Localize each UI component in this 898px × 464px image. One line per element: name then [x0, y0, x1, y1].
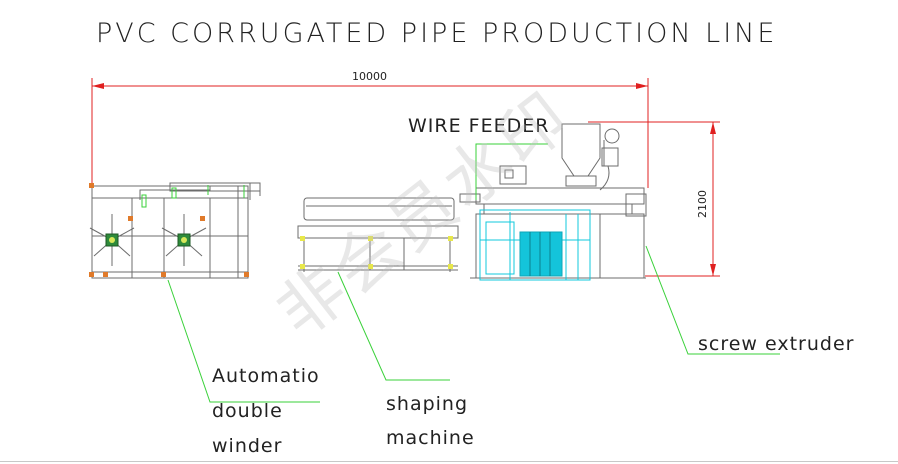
screw-extruder-machine: [459, 123, 647, 279]
screw-extruder-label: screw extruder: [698, 333, 854, 355]
height-dimension-label: 2100: [696, 190, 709, 218]
shaping-label-line2: machine: [386, 427, 475, 449]
length-dimension: [91, 78, 649, 188]
wire-feeder-label: WIRE FEEDER: [408, 115, 549, 137]
extruder-cyan-base: [479, 209, 591, 281]
winder-label-line1: Automatio: [212, 365, 320, 387]
leader-lines: [167, 143, 780, 403]
shaping-machine: [297, 197, 459, 272]
length-dimension-label: 10000: [352, 70, 387, 83]
shaping-label-line1: shaping: [386, 393, 468, 415]
drawing-title: PVC CORRUGATED PIPE PRODUCTION LINE: [96, 18, 777, 49]
double-winder-machine: [89, 182, 261, 279]
winder-label-line2: double: [212, 400, 283, 422]
winder-label-line3: winder: [212, 435, 282, 457]
bottom-divider: [0, 461, 898, 462]
